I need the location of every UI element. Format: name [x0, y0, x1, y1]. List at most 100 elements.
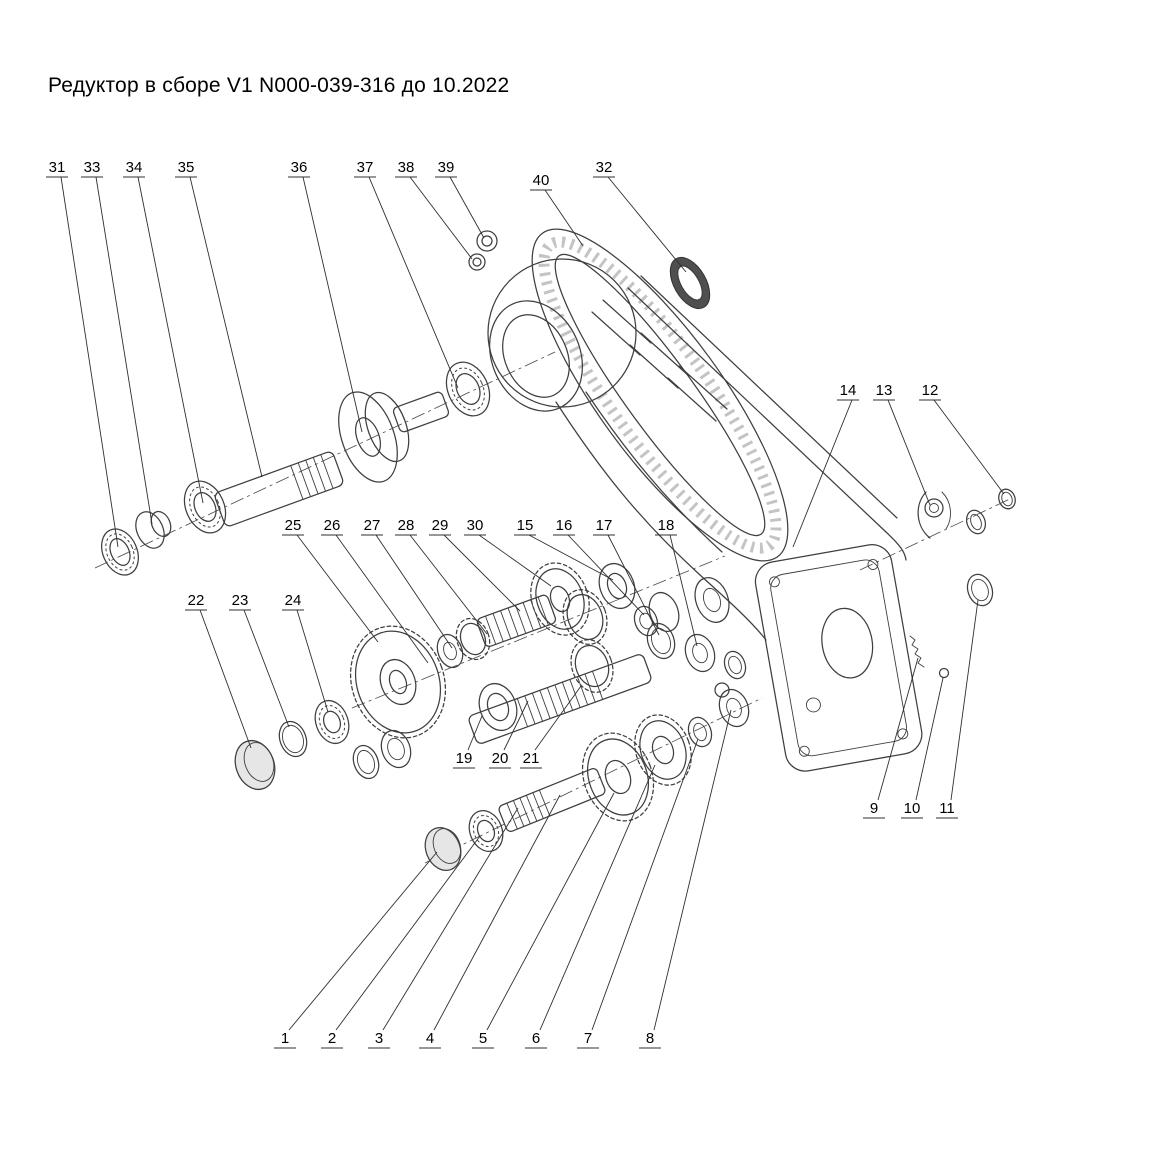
top-washers [468, 230, 498, 271]
callout-9: 9 [863, 657, 919, 819]
gearbox-housing [487, 258, 923, 772]
leader-line-37 [368, 176, 459, 389]
callout-number-29: 29 [432, 517, 449, 534]
callout-36: 36 [288, 159, 363, 433]
callout-number-19: 19 [456, 750, 473, 767]
leader-line-36 [302, 176, 363, 433]
callout-21: 21 [520, 685, 582, 769]
page-title: Редуктор в сборе V1 N000-039-316 до 10.2… [48, 74, 510, 97]
leader-line-6 [539, 764, 656, 1031]
callout-1: 1 [274, 851, 438, 1049]
callout-number-14: 14 [840, 382, 857, 399]
callout-3: 3 [368, 807, 519, 1049]
leader-line-14 [792, 399, 853, 548]
callout-26: 26 [321, 517, 429, 664]
callout-22: 22 [185, 592, 252, 749]
leader-line-11 [950, 599, 979, 801]
callout-37: 37 [354, 159, 459, 389]
callout-number-16: 16 [556, 517, 573, 534]
callout-10: 10 [901, 677, 944, 819]
callout-number-2: 2 [328, 1030, 336, 1047]
callout-6: 6 [525, 764, 656, 1049]
callout-number-13: 13 [876, 382, 893, 399]
callout-number-7: 7 [584, 1030, 592, 1047]
callout-number-17: 17 [596, 517, 613, 534]
callout-19: 19 [453, 715, 483, 769]
callout-number-39: 39 [438, 159, 455, 176]
oil-seal [669, 256, 711, 310]
callout-number-30: 30 [467, 517, 484, 534]
callout-number-20: 20 [492, 750, 509, 767]
centerlines [94, 351, 1013, 864]
leader-line-3 [382, 807, 519, 1031]
leader-line-24 [296, 609, 329, 713]
leader-line-15 [528, 534, 614, 581]
callout-number-35: 35 [178, 159, 195, 176]
leader-line-21 [534, 685, 582, 751]
callout-39: 39 [435, 159, 485, 239]
leader-line-29 [443, 534, 521, 612]
callout-40: 40 [530, 172, 584, 247]
leader-line-5 [486, 792, 615, 1031]
callout-13: 13 [873, 382, 931, 506]
leader-line-32 [607, 176, 687, 273]
detent-ball [938, 667, 950, 679]
callout-number-36: 36 [291, 159, 308, 176]
callout-number-5: 5 [479, 1030, 487, 1047]
callout-23: 23 [229, 592, 290, 728]
callout-number-8: 8 [646, 1030, 654, 1047]
leader-line-16 [567, 534, 645, 616]
callout-number-28: 28 [398, 517, 415, 534]
leader-line-22 [199, 609, 252, 749]
callout-18: 18 [655, 517, 698, 647]
leader-line-4 [433, 794, 561, 1031]
callout-25: 25 [282, 517, 379, 643]
callout-32: 32 [593, 159, 687, 273]
leader-line-23 [243, 609, 290, 728]
callout-28: 28 [395, 517, 488, 635]
callout-number-37: 37 [357, 159, 374, 176]
leader-line-38 [409, 176, 473, 260]
callout-number-18: 18 [658, 517, 675, 534]
leader-line-9 [877, 657, 919, 801]
callout-7: 7 [577, 738, 699, 1049]
leader-line-34 [137, 176, 204, 504]
detent-spring [909, 635, 925, 668]
callout-24: 24 [282, 592, 329, 713]
callout-2: 2 [321, 835, 481, 1049]
leader-line-20 [503, 700, 529, 751]
callout-number-9: 9 [870, 800, 878, 817]
drawing-layer [94, 228, 1016, 871]
callout-number-25: 25 [285, 517, 302, 534]
callout-number-10: 10 [904, 800, 921, 817]
leader-line-2 [335, 835, 481, 1031]
callout-number-12: 12 [922, 382, 939, 399]
callout-number-40: 40 [533, 172, 550, 189]
callout-number-26: 26 [324, 517, 341, 534]
callout-12: 12 [919, 382, 1005, 495]
callout-5: 5 [472, 792, 615, 1049]
leader-line-27 [375, 534, 453, 649]
leader-line-8 [653, 709, 732, 1031]
callout-8: 8 [639, 709, 732, 1049]
callout-34: 34 [123, 159, 204, 504]
countershaft-cluster [349, 562, 716, 739]
leader-line-30 [478, 534, 552, 587]
right-small-parts [909, 488, 1016, 679]
cover-plate [754, 544, 923, 772]
callout-number-34: 34 [126, 159, 143, 176]
callout-20: 20 [489, 700, 529, 769]
callout-number-22: 22 [188, 592, 205, 609]
leader-line-17 [607, 534, 660, 636]
callout-17: 17 [593, 517, 660, 636]
leader-line-12 [933, 399, 1005, 495]
callout-27: 27 [361, 517, 453, 649]
callout-31: 31 [46, 159, 119, 548]
leader-line-39 [449, 176, 485, 239]
leader-line-10 [915, 677, 944, 801]
leader-line-1 [288, 851, 438, 1031]
callout-33: 33 [81, 159, 153, 525]
leader-line-13 [887, 399, 931, 506]
callout-29: 29 [429, 517, 521, 612]
